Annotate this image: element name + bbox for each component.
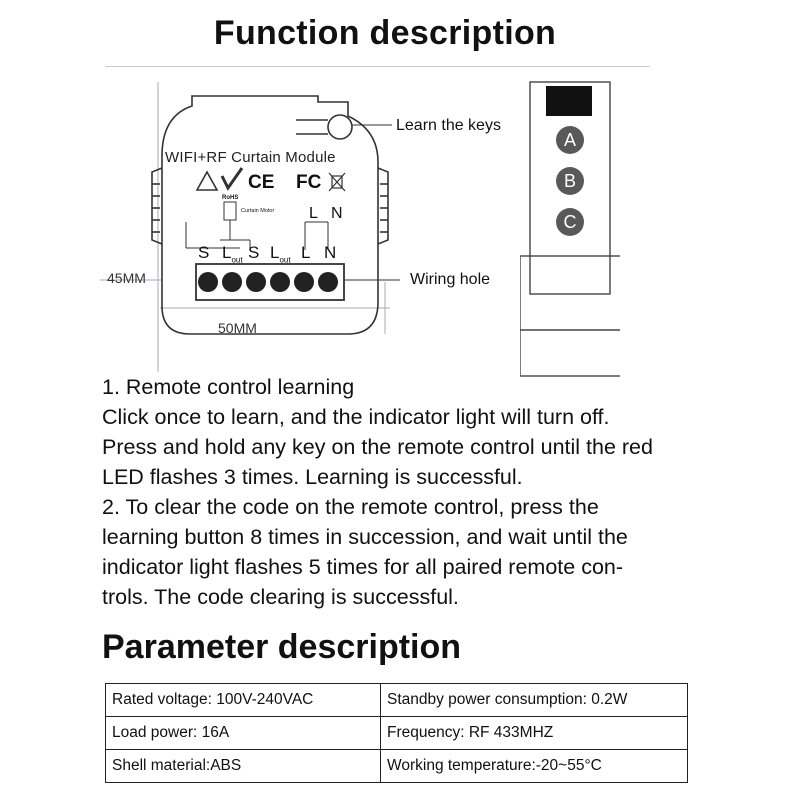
instruction-line: LED flashes 3 times. Learning is success… — [102, 465, 523, 489]
table-row: Load power: 16A Frequency: RF 433MHZ — [105, 716, 688, 750]
table-row: Rated voltage: 100V-240VAC Standby power… — [105, 683, 688, 717]
module-outline-drawing — [100, 82, 400, 372]
curtain-motor-label: Curtain Motor — [241, 208, 275, 214]
terminal-label: L — [301, 243, 311, 262]
remote-button-a[interactable]: A — [556, 126, 584, 154]
parameter-table: Rated voltage: 100V-240VAC Standby power… — [105, 683, 688, 783]
title-divider — [105, 66, 650, 67]
instruction-line: trols. The code clearing is successful. — [102, 585, 459, 609]
remote-led-window — [546, 86, 592, 116]
table-cell: Standby power consumption: 0.2W — [380, 683, 688, 717]
wiring-hole — [198, 272, 218, 292]
table-row: Shell material:ABS Working temperature:-… — [105, 749, 688, 783]
wiring-hole — [318, 272, 338, 292]
instruction-line: indicator light flashes 5 times for all … — [102, 555, 624, 579]
module-name: WIFI+RF Curtain Module — [165, 149, 336, 166]
terminal-label: S — [198, 243, 210, 262]
table-cell: Working temperature:-20~55°C — [380, 749, 688, 783]
wiring-hole — [294, 272, 314, 292]
table-cell: Shell material:ABS — [105, 749, 381, 783]
height-dimension: 45MM — [107, 270, 146, 286]
wiring-hole-callout: Wiring hole — [410, 271, 491, 288]
wiring-hole — [246, 272, 266, 292]
remote-button-b[interactable]: B — [556, 167, 584, 195]
instruction-line: 2. To clear the code on the remote contr… — [102, 495, 599, 519]
instructions: 1. Remote control learning Click once to… — [102, 372, 742, 612]
fc-mark: FC — [296, 172, 322, 193]
instruction-line: learning button 8 times in succession, a… — [102, 525, 628, 549]
remote-button-c[interactable]: C — [556, 208, 584, 236]
table-cell: Load power: 16A — [105, 716, 381, 750]
table-cell: Frequency: RF 433MHZ — [380, 716, 688, 750]
parameter-title: Parameter description — [102, 628, 462, 666]
ce-mark: CE — [248, 172, 275, 193]
width-dimension: 50MM — [218, 320, 257, 336]
rohs-mark: RoHS — [222, 195, 239, 201]
terminal-label: N — [324, 243, 337, 262]
terminal-label: S — [248, 243, 260, 262]
learn-keys-callout: Learn the keys — [396, 117, 501, 134]
terminal-label: Lout — [270, 243, 291, 265]
table-cell: Rated voltage: 100V-240VAC — [105, 683, 381, 717]
wiring-hole — [222, 272, 242, 292]
instruction-line: 1. Remote control learning — [102, 375, 355, 399]
instruction-line: Click once to learn, and the indicator l… — [102, 405, 610, 429]
top-terminal-l: L — [309, 205, 318, 222]
instruction-line: Press and hold any key on the remote con… — [102, 435, 653, 459]
remote-control — [520, 81, 620, 377]
top-terminal-n: N — [331, 205, 343, 222]
terminal-label: Lout — [222, 243, 243, 265]
page-title: Function description — [213, 14, 557, 52]
wiring-hole — [270, 272, 290, 292]
